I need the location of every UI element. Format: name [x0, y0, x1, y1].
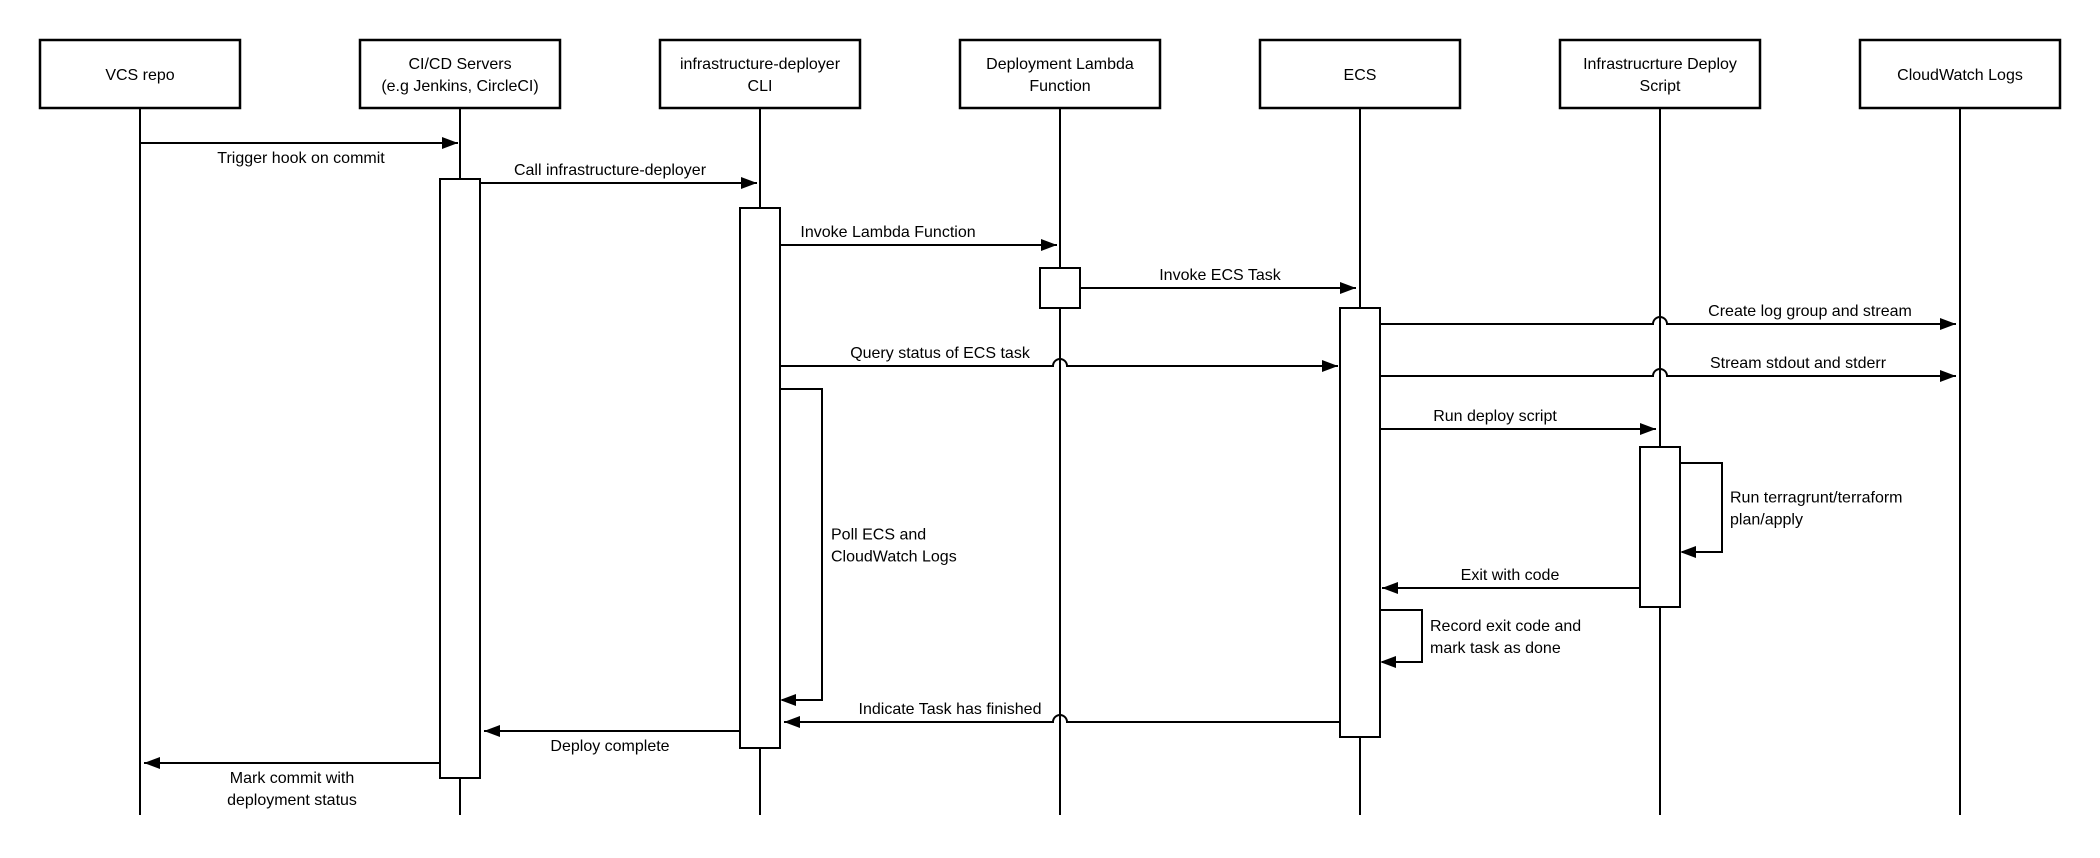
message-run-deploy-script: Run deploy script — [1380, 408, 1656, 435]
message-indicate-task-has-finished: Indicate Task has finished — [784, 701, 1340, 728]
message-line — [1380, 316, 1956, 325]
arrowhead — [484, 725, 500, 737]
message-trigger-hook-on-commit: Trigger hook on commit — [141, 137, 458, 167]
actor-label-cicd: CI/CD Servers(e.g Jenkins, CircleCI) — [381, 56, 538, 95]
message-label: Trigger hook on commit — [217, 150, 385, 167]
actor-box-ecs — [1258, 38, 1462, 110]
arrowhead — [1041, 239, 1057, 251]
message-stream-stdout-and-stderr: Stream stdout and stderr — [1380, 355, 1956, 382]
activation-deploy-script — [1639, 446, 1681, 608]
message-label: Invoke Lambda Function — [800, 224, 975, 241]
message-create-log-group-and-stream: Create log group and stream — [1380, 303, 1956, 330]
arrowhead — [1680, 546, 1696, 558]
actor-box-cicd — [358, 38, 562, 110]
activation-ecs — [1339, 307, 1381, 738]
arrowhead — [1380, 656, 1396, 668]
arrowhead — [780, 694, 796, 706]
arrowhead — [1340, 282, 1356, 294]
arrowhead — [1322, 360, 1338, 372]
actor-label-cloudwatch: CloudWatch Logs — [1897, 67, 2023, 84]
self-message-line — [780, 388, 823, 701]
actor-cicd: CI/CD Servers(e.g Jenkins, CircleCI) — [358, 38, 562, 110]
arrowhead — [741, 177, 757, 189]
actor-box-deploy-script — [1558, 38, 1762, 110]
actor-box-cli — [658, 38, 862, 110]
self-message-line — [1680, 462, 1723, 553]
message-invoke-ecs-task: Invoke ECS Task — [1080, 267, 1356, 294]
message-line — [780, 358, 1338, 367]
message-label: Exit with code — [1461, 567, 1560, 584]
message-label: Indicate Task has finished — [859, 701, 1042, 718]
message-label: Query status of ECS task — [850, 345, 1031, 362]
self-message-line — [1380, 609, 1423, 663]
arrowhead — [1940, 318, 1956, 330]
message-label: Deploy complete — [550, 738, 669, 755]
actor-label-ecs: ECS — [1344, 67, 1377, 84]
message-label: Invoke ECS Task — [1159, 267, 1282, 284]
actor-box-vcs — [38, 38, 242, 110]
message-label: Call infrastructure-deployer — [514, 162, 707, 179]
actor-cloudwatch: CloudWatch Logs — [1858, 38, 2062, 110]
arrowhead — [1382, 582, 1398, 594]
actor-vcs: VCS repo — [38, 38, 242, 110]
actor-label-vcs: VCS repo — [105, 67, 174, 84]
actor-box-cloudwatch — [1858, 38, 2062, 110]
arrowhead — [1940, 370, 1956, 382]
message-line — [1380, 368, 1956, 377]
message-line — [784, 714, 1340, 723]
message-label: Run deploy script — [1433, 408, 1557, 425]
activation-cli — [739, 207, 781, 749]
arrowhead — [144, 757, 160, 769]
message-label: Create log group and stream — [1708, 303, 1912, 320]
arrowhead — [1640, 423, 1656, 435]
arrowhead — [784, 716, 800, 728]
actor-box-lambda — [958, 38, 1162, 110]
arrowhead — [442, 137, 458, 149]
message-query-status-of-ecs-task: Query status of ECS task — [780, 345, 1338, 372]
activation-cicd — [439, 178, 481, 779]
message-label: Stream stdout and stderr — [1710, 355, 1887, 372]
actor-ecs: ECS — [1258, 38, 1462, 110]
message-call-infrastructure-deployer: Call infrastructure-deployer — [480, 162, 757, 189]
activation-lambda — [1039, 267, 1081, 309]
message-invoke-lambda-function: Invoke Lambda Function — [780, 224, 1057, 251]
message-deploy-complete: Deploy complete — [484, 725, 740, 755]
message-exit-with-code: Exit with code — [1382, 567, 1640, 594]
